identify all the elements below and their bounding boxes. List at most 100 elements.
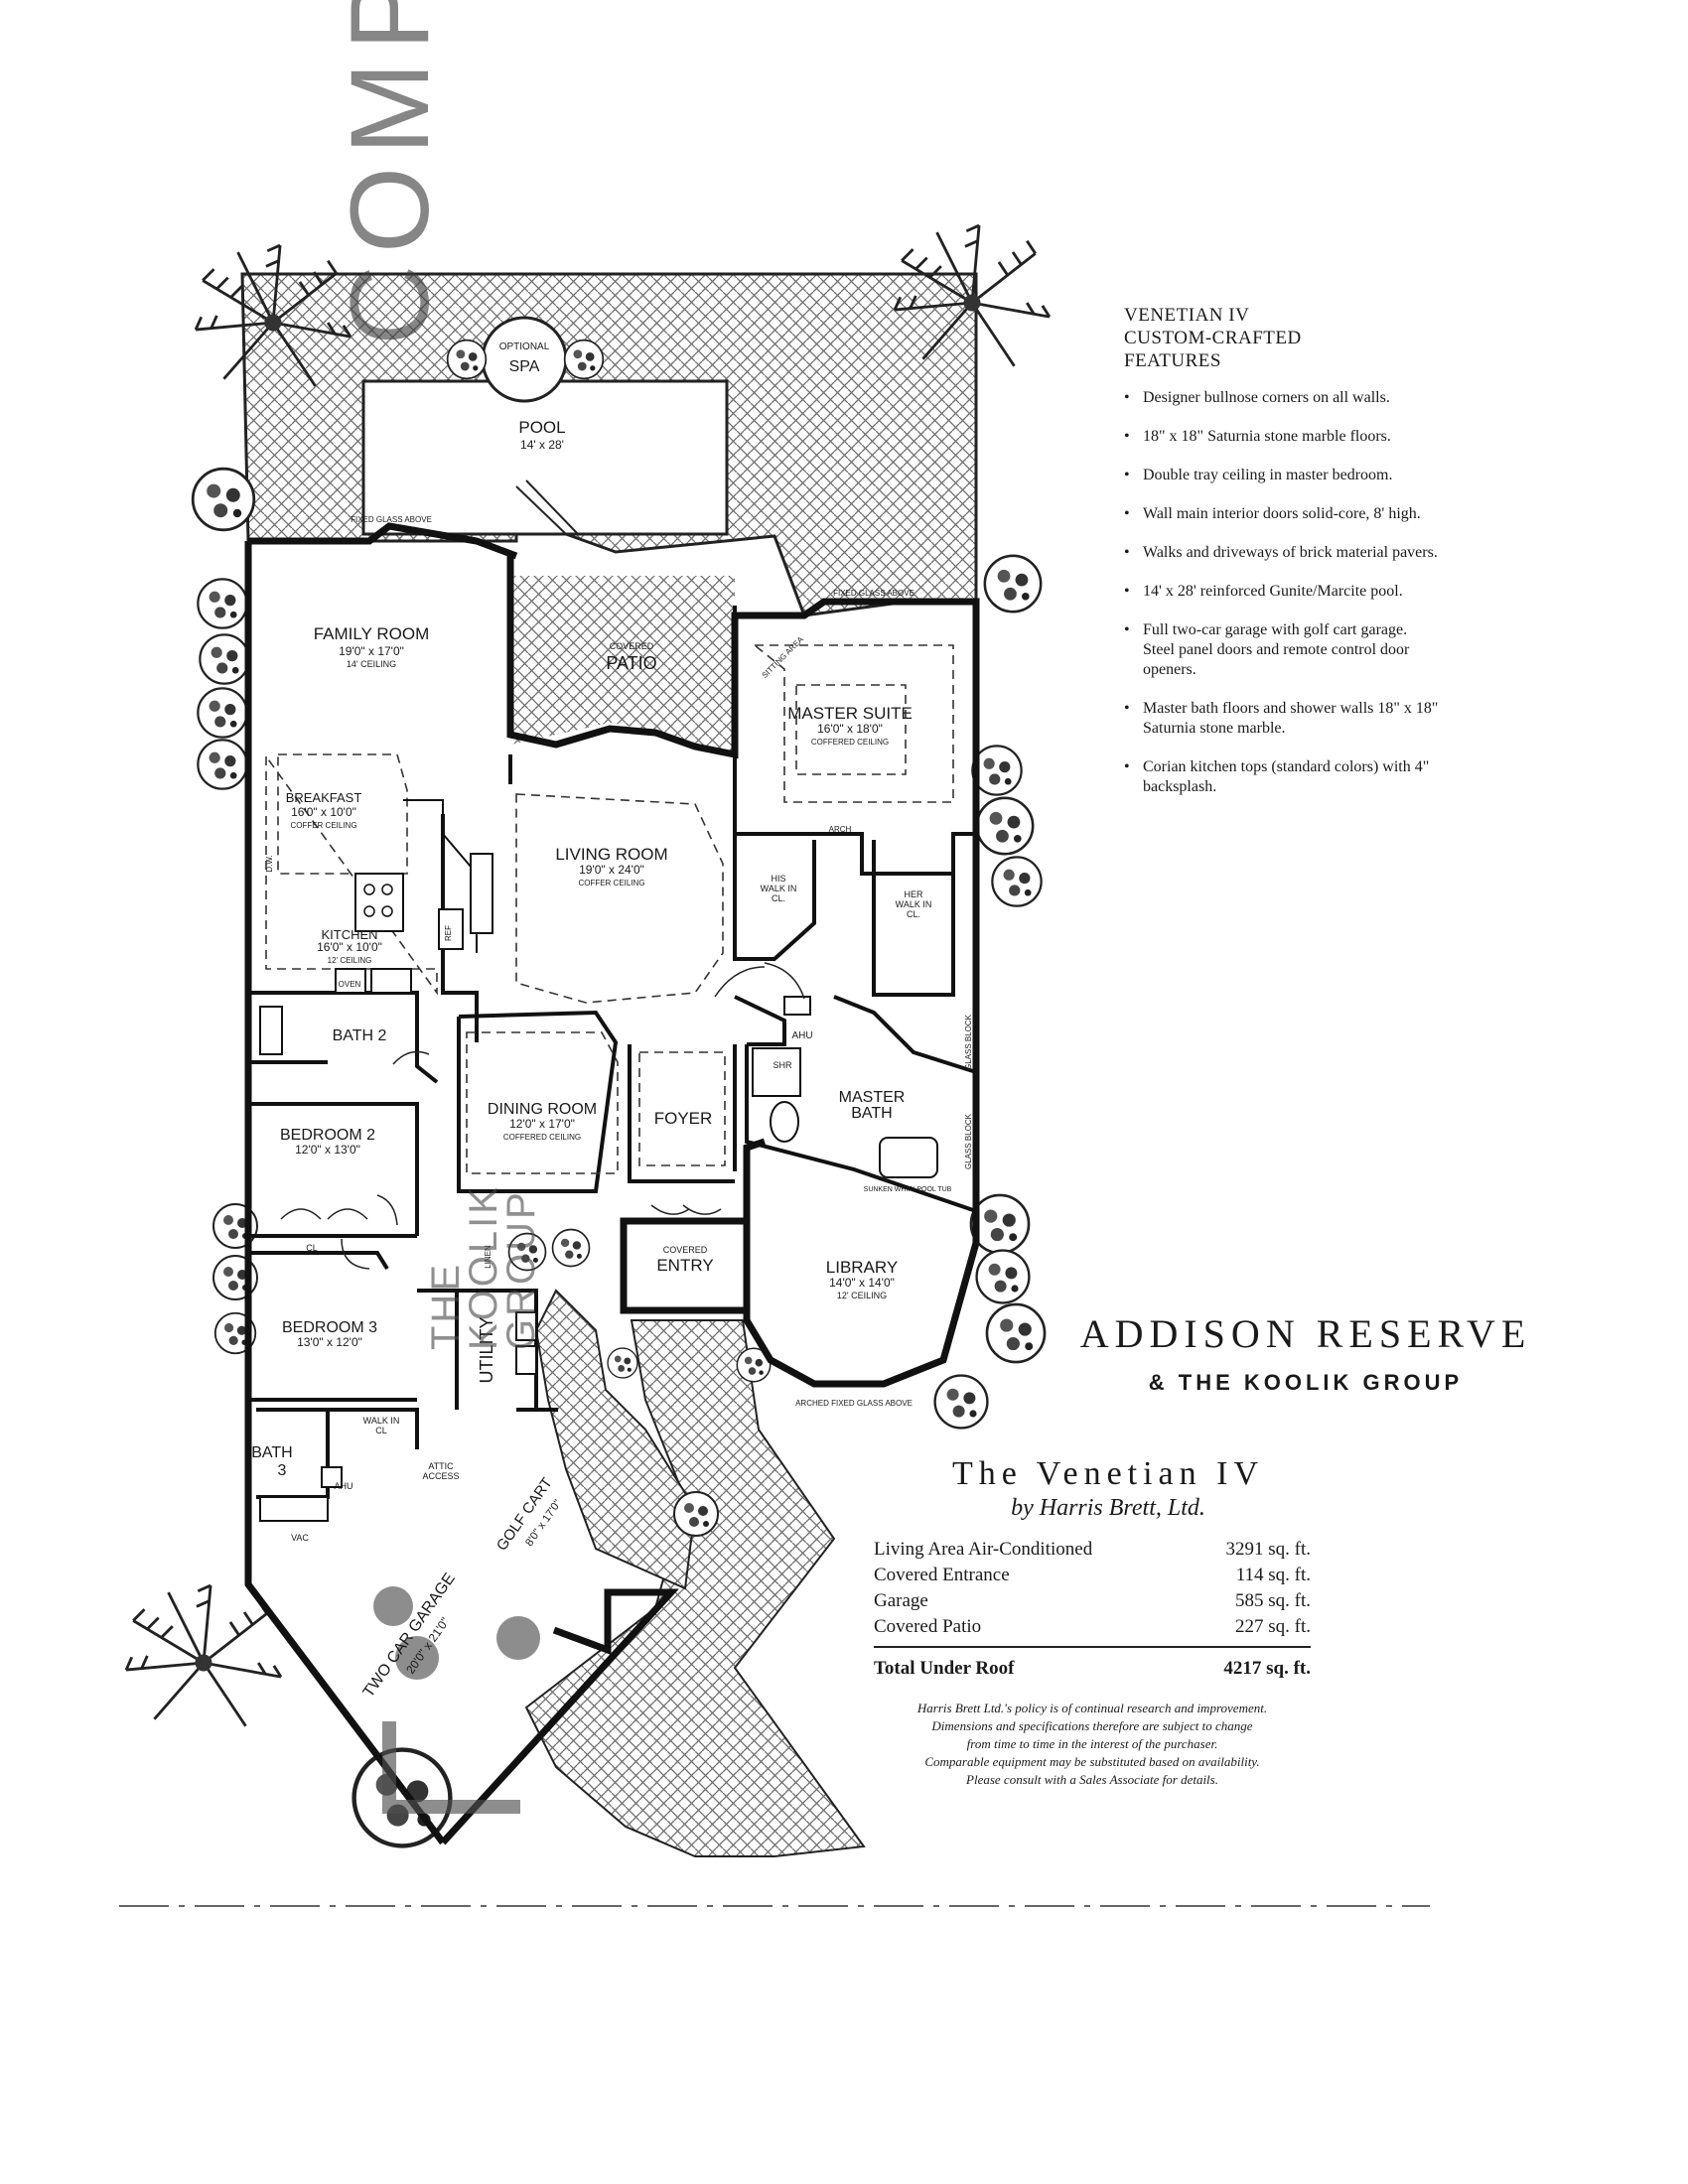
area-table: Living Area Air-Conditioned 3291 sq. ft.… [874,1537,1311,1682]
feature-item: Double tray ceiling in master bedroom. [1124,466,1442,485]
spa-optional-label: OPTIONAL [499,341,550,352]
feature-item: Designer bullnose corners on all walls. [1124,388,1442,408]
bedroom3-label: BEDROOM 3 [282,1319,377,1336]
kitchen-dim: 16'0" x 10'0" [317,940,382,954]
features-title-line1: VENETIAN IV [1124,305,1250,326]
disclaimer-line: Dimensions and specifications therefore … [931,1718,1253,1733]
attic-access-label-2: ACCESS [422,1471,459,1481]
dw-label: D.W. [265,855,274,872]
living-room-dim: 19'0" x 24'0" [579,863,644,877]
area-value: 3291 sq. ft. [1225,1539,1312,1560]
library-ceiling: 12' CEILING [837,1291,887,1300]
master-bath-label-2: BATH [851,1105,892,1122]
bedroom2-label: BEDROOM 2 [280,1127,375,1144]
dining-room-dim: 12'0" x 17'0" [509,1117,575,1131]
covered-entry-label-2: ENTRY [656,1256,713,1275]
covered-entry-label-1: COVERED [663,1245,708,1255]
area-row: Living Area Air-Conditioned 3291 sq. ft. [874,1537,1311,1563]
her-walk-in-3: CL. [907,909,920,919]
family-room-ceiling: 14' CEILING [347,659,396,669]
pool [361,379,729,536]
spa-label: SPA [509,358,540,375]
arch-label: ARCH [829,825,852,834]
attic-access-label-1: ATTIC [428,1461,454,1471]
ceiling-outlines [265,644,954,1174]
fixed-glass-label: FIXED GLASS ABOVE [351,515,432,524]
linen-label: LINEN [484,1245,492,1269]
watermark-group-line1: THE [424,1262,468,1350]
watermark-dot-1 [373,1586,413,1626]
area-value: 114 sq. ft. [1235,1565,1311,1585]
bath3-label: BATH [251,1444,292,1461]
fixed-glass-label-2: FIXED GLASS ABOVE [833,589,914,598]
dining-room-label: DINING ROOM [488,1101,597,1118]
features-title-line3: FEATURES [1124,350,1221,371]
model-builder: by Harris Brett, Ltd. [1011,1495,1205,1521]
watermark-bracket [382,1721,520,1814]
bath2-label: BATH 2 [333,1027,387,1044]
features-title-line2: CUSTOM-CRAFTED [1124,328,1302,348]
watermark-group-line2: KOOLIK [462,1184,505,1350]
brand-name: ADDISON RESERVE [1079,1311,1532,1356]
master-suite-ceiling: COFFERED CEILING [811,738,889,747]
watermark-koolik-group: THE KOOLIK GROUP [424,1092,543,1350]
area-value: 585 sq. ft. [1235,1590,1311,1611]
area-total-value: 4217 sq. ft. [1223,1658,1311,1679]
interior-walls [248,606,977,1499]
two-car-garage-label: TWO CAR GARAGE [360,1570,459,1701]
area-label: Garage [874,1590,928,1611]
ahu-label: AHU [791,1030,812,1041]
disclaimer-line: Please consult with a Sales Associate fo… [966,1772,1218,1787]
area-row: Covered Patio 227 sq. ft. [874,1614,1311,1640]
master-bath-label-1: MASTER [839,1089,906,1106]
oven-label: OVEN [339,980,361,989]
feature-item: Wall main interior doors solid-core, 8' … [1124,504,1442,524]
covered-patio-label-1: COVERED [610,641,654,651]
utility-label: UTILITY [477,1316,496,1383]
watermark-compass: COMPASS [328,0,452,345]
sunken-whirlpool-label: SUNKEN WHIRLPOOL TUB [864,1186,952,1193]
area-row: Garage 585 sq. ft. [874,1588,1311,1614]
area-total-row: Total Under Roof 4217 sq. ft. [874,1646,1311,1682]
feature-item: 14' x 28' reinforced Gunite/Marcite pool… [1124,582,1442,602]
features-list: Designer bullnose corners on all walls. … [1124,388,1442,797]
glass-block-label-2: GLASS BLOCK [964,1113,973,1169]
bedroom3-dim: 13'0" x 12'0" [297,1335,362,1349]
area-row: Covered Entrance 114 sq. ft. [874,1563,1311,1588]
bedroom2-closet-label: CL [306,1243,318,1253]
front-walk-planter [534,1289,697,1590]
pool-dim: 14' x 28' [520,438,564,452]
covered-patio-label-2: PATIO [606,653,656,673]
his-walk-in-1: HIS [771,874,785,884]
area-label: Covered Entrance [874,1565,1010,1585]
master-suite-dim: 16'0" x 18'0" [817,722,883,736]
kitchen-label: KITCHEN [321,927,377,942]
watermark-group-line3: GROUP [499,1189,543,1350]
family-room-dim: 19'0" x 17'0" [339,644,404,658]
feature-item: Walks and driveways of brick material pa… [1124,543,1442,563]
exterior-walls [244,522,980,1845]
feature-item: 18" x 18" Saturnia stone marble floors. [1124,427,1442,447]
feature-item: Corian kitchen tops (standard colors) wi… [1124,757,1442,797]
bath3-number: 3 [278,1462,287,1479]
her-walk-in-1: HER [904,889,923,899]
feature-item: Master bath floors and shower walls 18" … [1124,699,1442,739]
ref-label: REF [444,925,453,941]
shr-label: SHR [773,1060,792,1070]
feature-item: Full two-car garage with golf cart garag… [1124,620,1442,680]
arched-fixed-glass-label: ARCHED FIXED GLASS ABOVE [795,1399,913,1408]
watermark-dot-2 [395,1636,439,1680]
ahu-label-2: AHU [334,1481,352,1491]
door-swings [280,962,805,1270]
covered-patio-pavers [510,576,735,754]
features-panel: VENETIAN IV CUSTOM-CRAFTED FEATURES Desi… [1124,304,1442,816]
his-walk-in-3: CL. [772,893,785,903]
walk-in-label: WALK IN [363,1416,400,1426]
features-title: VENETIAN IV CUSTOM-CRAFTED FEATURES [1124,304,1442,372]
disclaimer-line: Harris Brett Ltd.'s policy is of continu… [916,1701,1268,1715]
library-dim: 14'0" x 14'0" [829,1276,895,1290]
his-walk-in-2: WALK IN [761,884,797,893]
area-value: 227 sq. ft. [1235,1616,1311,1637]
breakfast-ceiling: COFFER CEILING [290,821,356,830]
